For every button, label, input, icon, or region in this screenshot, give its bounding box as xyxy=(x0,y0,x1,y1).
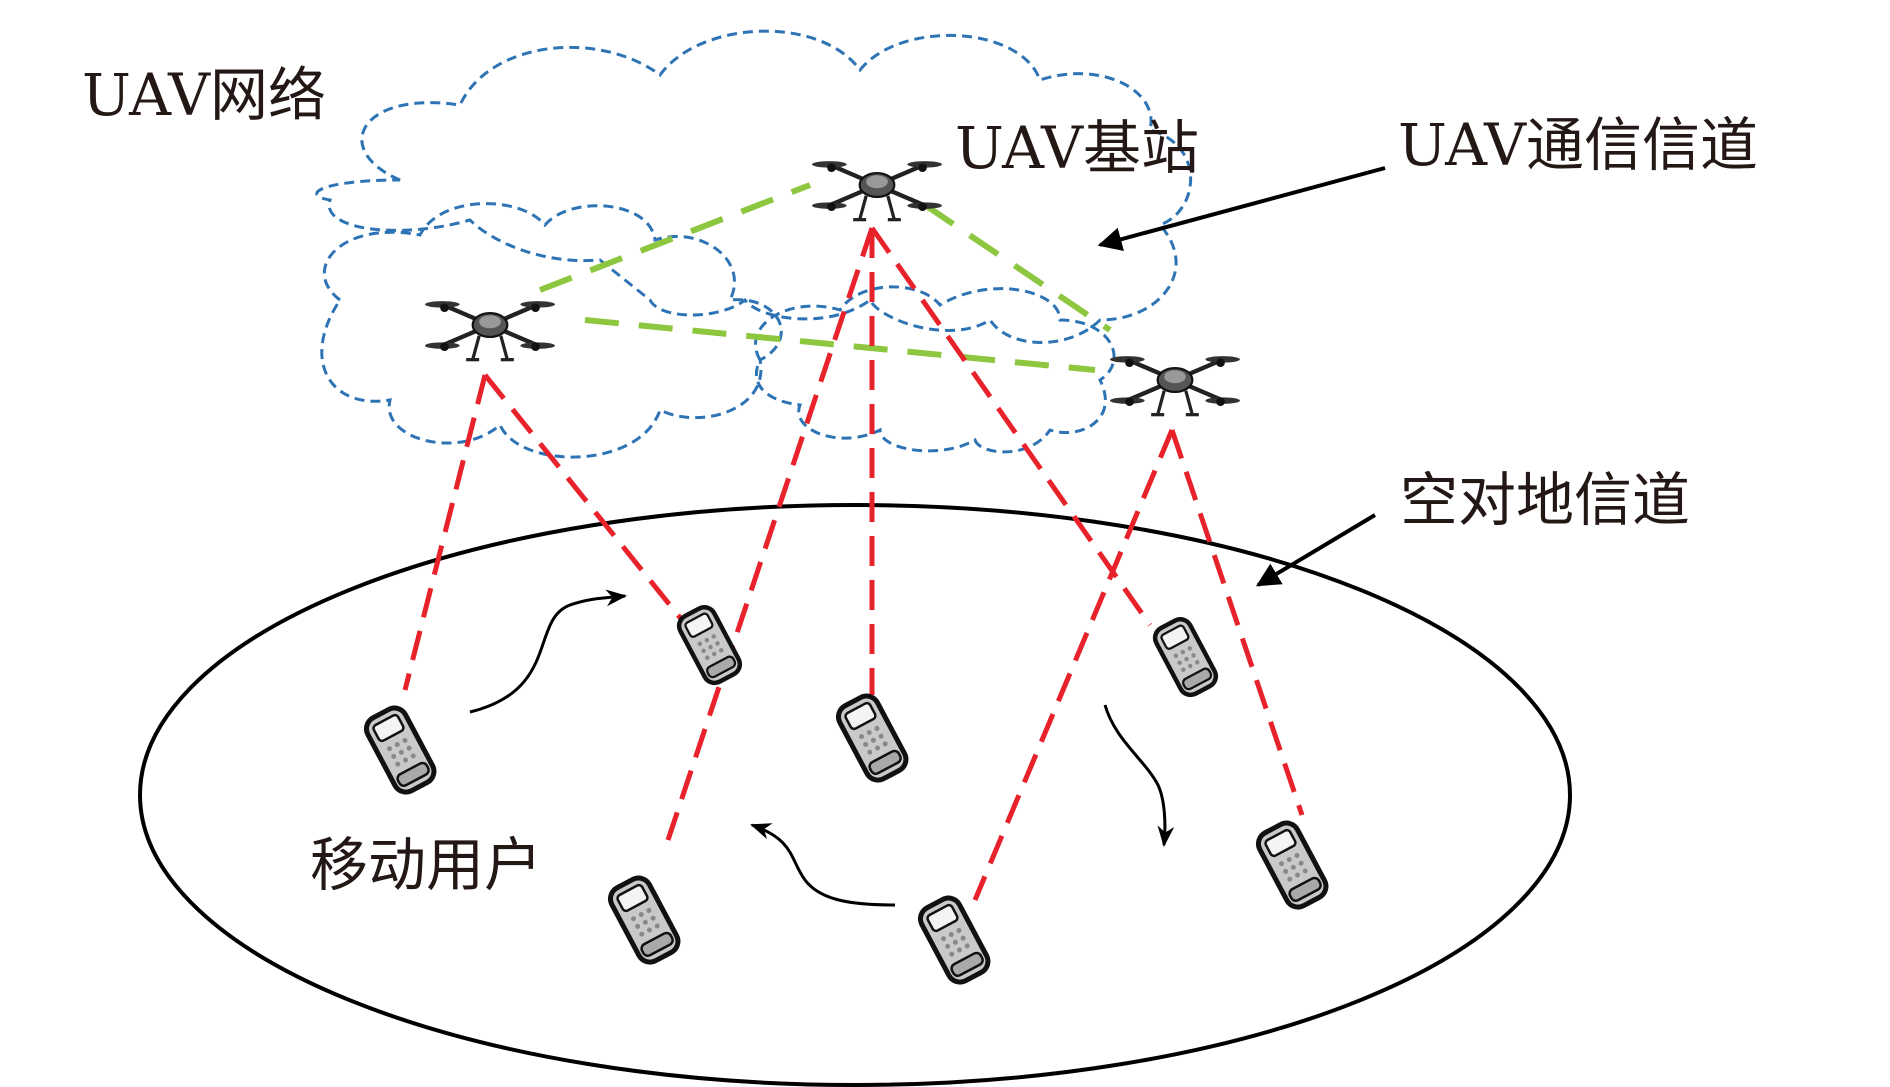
mobile-phone-icon xyxy=(675,603,744,687)
uav-link-left-right xyxy=(584,317,1096,373)
uav-drone-icon xyxy=(425,301,555,360)
a2g-link xyxy=(665,227,875,841)
a2g-channel-label: 空对地信道 xyxy=(1400,466,1690,534)
mobile-phone-icon xyxy=(606,874,682,967)
movement-arrow xyxy=(469,589,628,714)
user-movement-arrows xyxy=(469,589,1175,907)
movement-arrow xyxy=(750,823,896,907)
mobile-phone-icon xyxy=(362,704,438,797)
a2g-link xyxy=(1169,429,1305,816)
ground-coverage-area xyxy=(138,503,1572,1087)
mobile-phone-icon xyxy=(834,692,910,785)
uav-link-left-top xyxy=(538,182,812,293)
uav-drone-icon xyxy=(812,161,942,219)
uav-communication-links xyxy=(538,182,1112,373)
uav-drone-icon xyxy=(1110,356,1240,415)
movement-arrow xyxy=(1103,704,1175,848)
uav-base-station-label: UAV基站 xyxy=(955,114,1199,182)
mobile-phone-icon xyxy=(1254,819,1330,912)
a2g-link xyxy=(869,226,1153,627)
uav-network-label: UAV网络 xyxy=(82,61,326,129)
uav-link-top-right xyxy=(923,202,1112,333)
a2g-channel-pointer-arrow xyxy=(1255,513,1377,587)
uav-channel-pointer-arrow xyxy=(1097,166,1386,251)
uav-network-cloud xyxy=(315,29,1193,459)
air-to-ground-links xyxy=(402,226,1305,901)
mobile-phone-icon xyxy=(916,894,992,987)
a2g-link xyxy=(483,373,692,632)
a2g-link xyxy=(402,374,488,691)
a2g-link xyxy=(972,429,1175,901)
mobile-phone-icon xyxy=(1151,615,1220,699)
mobile-users-label: 移动用户 xyxy=(310,831,542,899)
uav-channel-label: UAV通信信道 xyxy=(1398,111,1758,179)
